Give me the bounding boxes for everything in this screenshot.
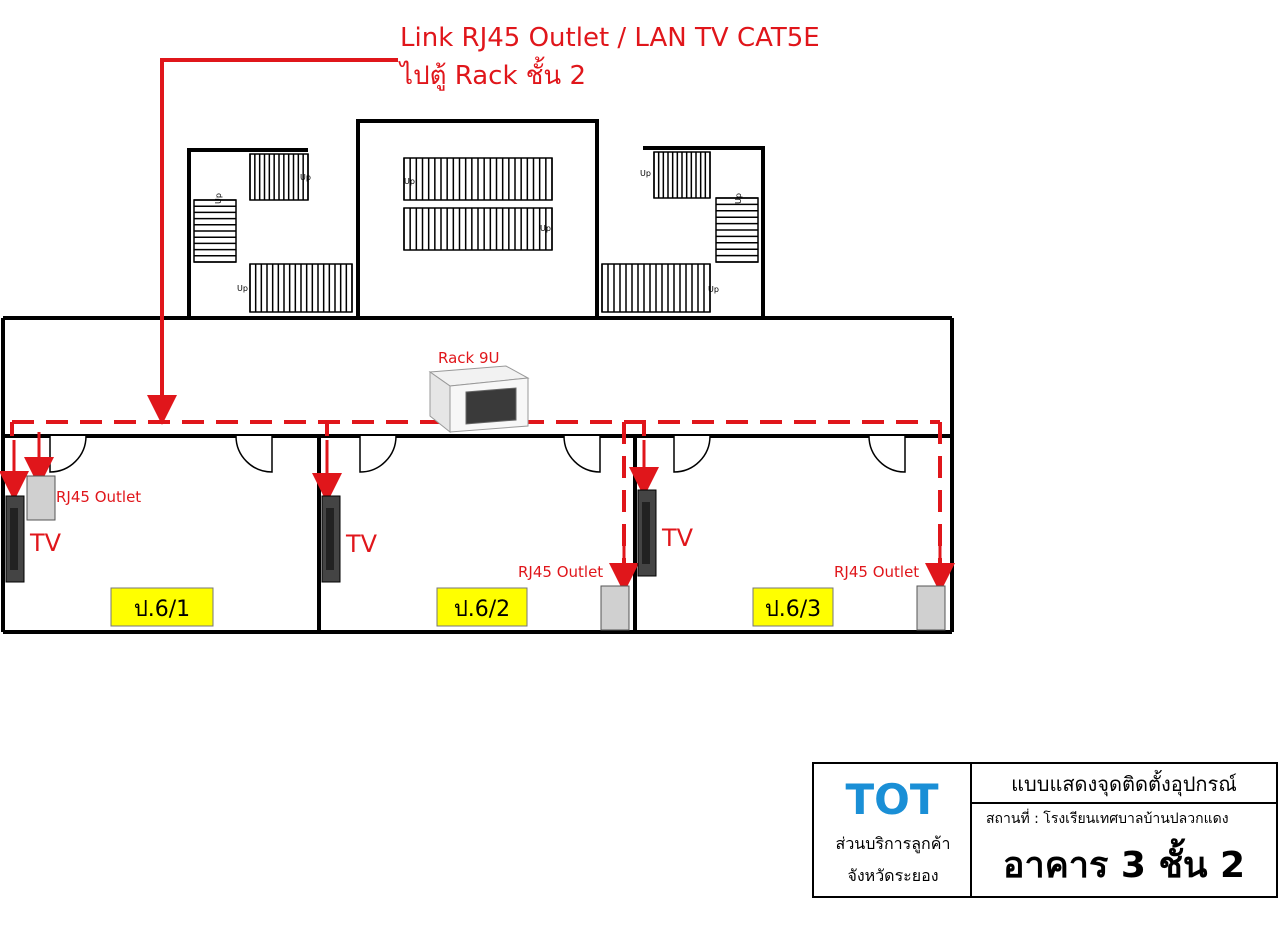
svg-text:Up: Up: [640, 169, 651, 178]
outlet-label-3: RJ45 Outlet: [834, 563, 919, 581]
link-sub-label: ไปตู้ Rack ชั้น 2: [398, 56, 586, 91]
svg-text:Up: Up: [540, 224, 551, 233]
tv-label-3: TV: [661, 524, 694, 552]
tv-room-2: [321, 495, 341, 583]
tv-label-2: TV: [345, 530, 378, 558]
outlet-label-2: RJ45 Outlet: [518, 563, 603, 581]
dept-line2: จังหวัดระยอง: [847, 866, 939, 885]
building-floor: อาคาร 3 ชั้น 2: [1002, 845, 1246, 886]
svg-text:Up: Up: [300, 173, 311, 182]
room-name-1: ป.6/1: [134, 597, 190, 622]
svg-text:TOT: TOT: [845, 775, 938, 824]
svg-text:Up: Up: [734, 193, 743, 204]
room-tags: [110, 587, 834, 627]
tv-room-3: [637, 489, 657, 577]
rj45-outlets: [26, 475, 946, 631]
svg-text:Up: Up: [214, 193, 223, 204]
stairs-right: [601, 151, 759, 313]
drawing-title: แบบแสดงจุดติดตั้งอุปกรณ์: [972, 764, 1276, 804]
rack-label: Rack 9U: [438, 349, 500, 367]
stairs-center: [403, 157, 553, 251]
room-name-3: ป.6/3: [765, 597, 821, 622]
tv-label-1: TV: [29, 529, 62, 557]
doors: [49, 435, 906, 473]
title-block: TOT ส่วนบริการลูกค้า จังหวัดระยอง แบบแสด…: [812, 762, 1278, 898]
outlet-label-1: RJ45 Outlet: [56, 488, 141, 506]
svg-text:Up: Up: [404, 177, 415, 186]
stair-block-left: [187, 148, 308, 318]
logo-cell: TOT ส่วนบริการลูกค้า จังหวัดระยอง: [814, 764, 972, 896]
svg-text:Up: Up: [237, 284, 248, 293]
stair-block-center: [356, 119, 599, 318]
stair-block-right: [643, 146, 765, 318]
tv-room-1: [5, 495, 25, 583]
rack-cabinet: [428, 365, 530, 434]
room-name-2: ป.6/2: [454, 597, 510, 622]
location-line: สถานที่ : โรงเรียนเทศบาลบ้านปลวกแดง: [986, 811, 1229, 827]
svg-text:Up: Up: [708, 285, 719, 294]
cable-arrows: [0, 380, 955, 593]
link-label: Link RJ45 Outlet / LAN TV CAT5E: [400, 23, 820, 53]
stairs-left: [193, 153, 353, 313]
tot-logo: TOT: [845, 775, 938, 824]
dept-line1: ส่วนบริการลูกค้า: [835, 834, 951, 853]
up-labels: Up Up Up Up Up Up Up Up: [214, 169, 743, 294]
